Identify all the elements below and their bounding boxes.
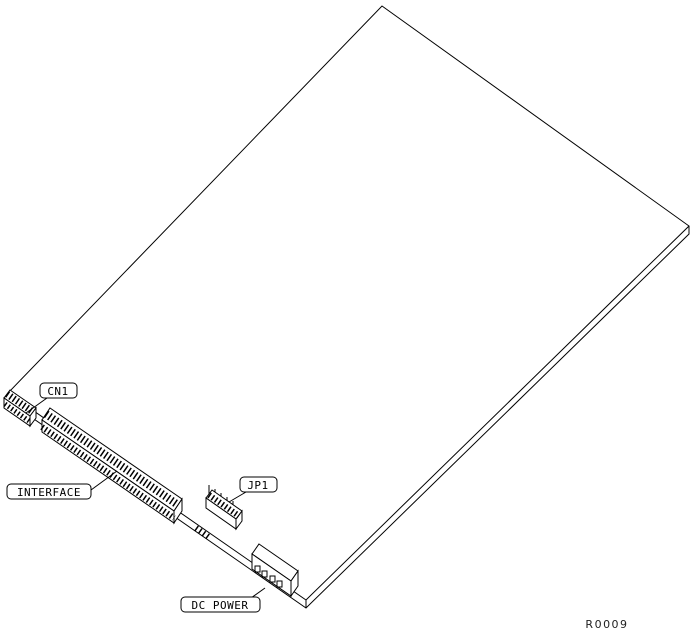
dc-power-connector — [251, 543, 299, 598]
cn1-pin-rows — [3, 391, 35, 424]
edge-solder-tabs — [194, 525, 212, 541]
cn1-connector — [3, 389, 37, 428]
dc-power-side-face — [290, 569, 299, 598]
cn1-top-pin-row — [5, 391, 35, 415]
interface-front-pin-row — [40, 424, 176, 521]
interface-pin-rows — [40, 410, 181, 521]
cn1-side-face — [29, 406, 37, 428]
cn1-callout-box — [39, 382, 78, 399]
interface-leader-line — [90, 470, 118, 491]
jp1-leader-line — [228, 491, 247, 503]
cn1-callout-text: CN1 — [47, 385, 68, 398]
cn1-front-pin-row — [3, 401, 31, 424]
dc-power-leader-line — [250, 587, 266, 599]
board-outline — [7, 5, 690, 601]
jp1-callout: JP1 — [239, 476, 278, 493]
jp1-callout-box — [239, 476, 278, 493]
cn1-leader-line — [25, 397, 48, 414]
interface-callout-text: INTERFACE — [17, 486, 81, 499]
dc-power-pin-holes — [254, 565, 283, 588]
dc-power-pin-hole — [261, 570, 268, 578]
jp1-jumper — [205, 485, 243, 531]
dc-power-callout-text: DC POWER — [192, 599, 249, 612]
dc-power-callout: DC POWER — [180, 596, 261, 613]
dc-power-pin-hole — [276, 580, 283, 588]
interface-top-pin-row — [43, 410, 181, 509]
figure-reference: R0009 — [585, 618, 628, 631]
dc-power-pin-hole — [269, 575, 276, 583]
dc-power-pin-hole — [254, 565, 261, 573]
jp1-callout-text: JP1 — [247, 479, 268, 492]
interface-connector — [40, 407, 183, 525]
interface-callout: INTERFACE — [6, 483, 92, 500]
interface-callout-box — [6, 483, 92, 500]
dc-power-callout-box — [180, 596, 261, 613]
cn1-callout: CN1 — [39, 382, 78, 399]
